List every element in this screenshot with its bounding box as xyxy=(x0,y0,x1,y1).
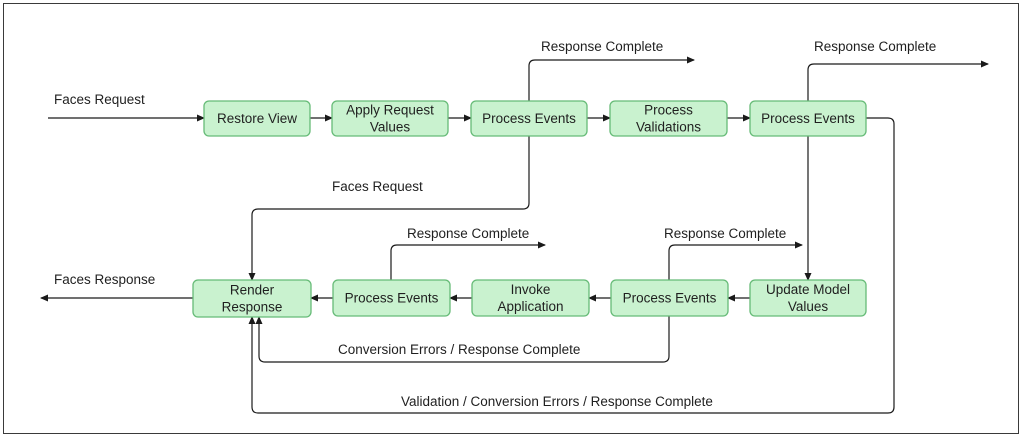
node-label: Validations xyxy=(636,120,701,135)
label-faces-response: Faces Response xyxy=(54,272,155,287)
label-conversion-errors: Conversion Errors / Response Complete xyxy=(338,342,580,357)
node-box xyxy=(192,279,312,318)
node-box xyxy=(203,100,311,137)
diagram-frame xyxy=(3,3,1019,434)
edge-conversion-errors xyxy=(255,316,670,363)
node-label: Application xyxy=(497,299,563,314)
node-label: Restore View xyxy=(217,111,297,126)
label-response-complete-2: Response Complete xyxy=(814,39,936,54)
label-faces-request-loop: Faces Request xyxy=(332,179,423,194)
node-process-events-4: Process Events xyxy=(332,279,451,317)
edge-events1-response-complete xyxy=(528,56,695,101)
node-restore-view: Restore View xyxy=(203,100,311,137)
node-box xyxy=(471,279,590,317)
node-label: Render xyxy=(230,283,275,298)
node-box xyxy=(749,100,867,137)
edge-events2-response-complete xyxy=(807,60,989,101)
node-box xyxy=(609,100,728,137)
node-box xyxy=(331,100,449,137)
node-label: Process Events xyxy=(482,111,576,126)
node-label: Apply Request xyxy=(346,103,434,118)
node-label: Update Model xyxy=(766,282,850,297)
label-response-complete-4: Response Complete xyxy=(664,226,786,241)
node-process-events-1: Process Events xyxy=(470,100,588,137)
edge-events1-to-render xyxy=(248,136,530,281)
label-response-complete-3: Response Complete xyxy=(407,226,529,241)
node-box xyxy=(610,279,729,317)
node-label: Values xyxy=(370,120,411,135)
node-label: Invoke xyxy=(511,282,551,297)
node-process-events-2: Process Events xyxy=(749,100,867,137)
edge-events3-response-complete xyxy=(668,241,803,280)
label-faces-request-in: Faces Request xyxy=(54,92,145,107)
node-box xyxy=(470,100,588,137)
label-response-complete-1: Response Complete xyxy=(541,39,663,54)
node-label: Process Events xyxy=(623,291,717,306)
label-validation-errors: Validation / Conversion Errors / Respons… xyxy=(401,394,713,409)
edge-events4-response-complete xyxy=(390,241,546,280)
node-box xyxy=(749,279,867,317)
node-process-events-3: Process Events xyxy=(610,279,729,317)
node-label: Values xyxy=(788,299,829,314)
node-label: Process xyxy=(644,103,693,118)
node-box xyxy=(332,279,451,317)
edge-validation-errors xyxy=(248,117,895,414)
node-label: Process Events xyxy=(761,111,855,126)
node-label: Process Events xyxy=(345,291,439,306)
node-label: Response xyxy=(222,300,283,315)
